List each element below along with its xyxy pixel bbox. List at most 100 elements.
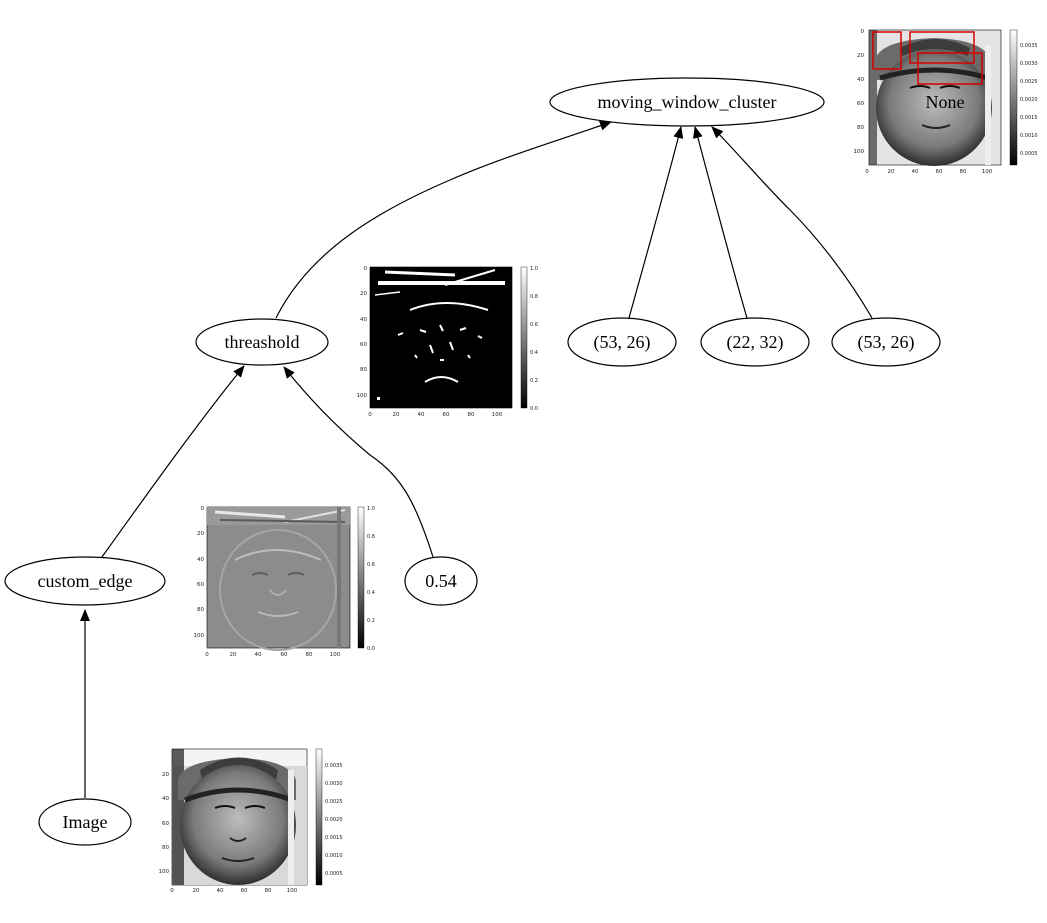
edge-tuple2-to-mwc: [693, 126, 748, 319]
svg-text:40: 40: [857, 77, 864, 83]
svg-text:0.0: 0.0: [367, 646, 375, 652]
node-tuple-1[interactable]: (53, 26): [567, 317, 677, 367]
svg-text:60: 60: [241, 888, 248, 894]
svg-text:20: 20: [162, 772, 169, 778]
edge-054-to-threashold: [283, 366, 434, 558]
svg-text:0: 0: [865, 169, 869, 175]
svg-text:0.0: 0.0: [530, 406, 538, 412]
edge-tuple3-to-mwc: [711, 126, 873, 319]
svg-text:60: 60: [360, 342, 367, 348]
svg-text:0.2: 0.2: [367, 618, 375, 624]
svg-text:80: 80: [265, 888, 272, 894]
svg-text:60: 60: [857, 101, 864, 107]
node-moving-window-cluster[interactable]: moving_window_cluster: [549, 77, 825, 127]
svg-text:80: 80: [162, 845, 169, 851]
thumbnail-image-colorbar-ticks: 0.0035 0.0030 0.0025 0.0020 0.0015 0.001…: [325, 763, 343, 877]
node-moving-window-cluster-label: moving_window_cluster: [598, 92, 777, 112]
svg-text:1.0: 1.0: [367, 506, 375, 512]
svg-text:0.6: 0.6: [530, 322, 538, 328]
node-tuple-2-label: (22, 32): [727, 332, 784, 353]
svg-text:20: 20: [857, 53, 864, 59]
svg-text:0: 0: [368, 412, 372, 418]
thumbnail-custom-edge-yticks: 0 20 40 60 80 100: [194, 506, 205, 639]
thumbnail-threashold-xticks: 0 20 40 60 80 100: [368, 412, 502, 418]
node-param-054[interactable]: 0.54: [404, 556, 478, 606]
svg-text:0: 0: [861, 29, 865, 35]
output-none-label: None: [926, 92, 965, 112]
svg-text:0.0020: 0.0020: [325, 817, 343, 823]
svg-text:100: 100: [330, 652, 341, 658]
edge-threashold-to-mwc: [275, 120, 612, 319]
thumbnail-output-colorbar-ticks: 0.0035 0.0030 0.0025 0.0020 0.0015 0.001…: [1020, 43, 1038, 157]
node-custom-edge-label: custom_edge: [38, 571, 133, 591]
thumbnail-custom-edge-xticks: 0 20 40 60 80 100: [205, 652, 340, 658]
svg-text:100: 100: [854, 149, 865, 155]
svg-text:80: 80: [960, 169, 967, 175]
svg-text:0.8: 0.8: [530, 294, 538, 300]
svg-text:0.0015: 0.0015: [1020, 115, 1038, 121]
svg-text:0.0015: 0.0015: [325, 835, 343, 841]
svg-text:20: 20: [193, 888, 200, 894]
svg-text:0.0025: 0.0025: [325, 799, 343, 805]
svg-text:100: 100: [492, 412, 503, 418]
svg-text:80: 80: [306, 652, 313, 658]
cluster-box-1: [872, 31, 902, 70]
svg-text:20: 20: [197, 531, 204, 537]
thumbnail-output-yticks: 0 20 40 60 80 100: [854, 29, 865, 155]
thumbnail-custom-edge: 0 20 40 60 80 100 0 20 40 60 80 100 1.0 …: [194, 506, 375, 658]
svg-text:60: 60: [197, 582, 204, 588]
thumbnail-image-yticks: 20 40 60 80 100: [159, 772, 170, 875]
svg-text:0.0035: 0.0035: [325, 763, 343, 769]
svg-text:0.0010: 0.0010: [1020, 133, 1038, 139]
thumbnail-output: 0 20 40 60 80 100 0 20 40 60 80 100 0.00…: [854, 29, 1038, 175]
node-custom-edge[interactable]: custom_edge: [4, 556, 166, 606]
node-tuple-3[interactable]: (53, 26): [831, 317, 941, 367]
svg-text:0.0005: 0.0005: [1020, 151, 1038, 157]
thumbnail-custom-edge-colorbar-ticks: 1.0 0.8 0.6 0.4 0.2 0.0: [367, 506, 375, 652]
svg-text:60: 60: [443, 412, 450, 418]
svg-text:0.0030: 0.0030: [325, 781, 343, 787]
thumbnail-threashold-yticks: 0 20 40 60 80 100: [357, 266, 368, 399]
svg-text:0: 0: [364, 266, 368, 272]
svg-text:100: 100: [194, 633, 205, 639]
svg-text:0: 0: [170, 888, 174, 894]
svg-text:1.0: 1.0: [530, 266, 538, 272]
svg-text:0.4: 0.4: [530, 350, 538, 356]
svg-text:100: 100: [159, 869, 170, 875]
svg-text:40: 40: [162, 796, 169, 802]
thumbnail-image-xticks: 0 20 40 60 80 100: [170, 888, 297, 894]
svg-text:0.4: 0.4: [367, 590, 375, 596]
svg-text:40: 40: [912, 169, 919, 175]
svg-text:0.0005: 0.0005: [325, 871, 343, 877]
svg-text:80: 80: [360, 367, 367, 373]
svg-text:80: 80: [468, 412, 475, 418]
svg-text:0.0025: 0.0025: [1020, 79, 1038, 85]
svg-text:0.0035: 0.0035: [1020, 43, 1038, 49]
svg-text:0.2: 0.2: [530, 378, 538, 384]
edge-tuple1-to-mwc: [628, 126, 684, 319]
svg-text:0: 0: [205, 652, 209, 658]
svg-text:40: 40: [360, 317, 367, 323]
node-tuple-2[interactable]: (22, 32): [700, 317, 810, 367]
svg-text:80: 80: [197, 607, 204, 613]
svg-text:0.6: 0.6: [367, 562, 375, 568]
svg-text:0.0010: 0.0010: [325, 853, 343, 859]
node-tuple-1-label: (53, 26): [594, 332, 651, 353]
svg-text:20: 20: [230, 652, 237, 658]
thumbnail-threashold: 0 20 40 60 80 100 0 20 40 60 80 100 1.0 …: [357, 266, 538, 418]
svg-text:60: 60: [936, 169, 943, 175]
svg-text:60: 60: [281, 652, 288, 658]
cluster-box-3: [917, 52, 983, 85]
svg-text:20: 20: [888, 169, 895, 175]
thumbnail-output-xticks: 0 20 40 60 80 100: [865, 169, 992, 175]
node-threashold[interactable]: threashold: [195, 318, 329, 366]
edges: [80, 120, 873, 798]
svg-text:100: 100: [357, 393, 368, 399]
svg-text:0: 0: [201, 506, 205, 512]
edge-custom-edge-to-threashold: [101, 365, 245, 558]
svg-text:20: 20: [393, 412, 400, 418]
node-image[interactable]: Image: [38, 798, 132, 846]
node-threashold-label: threashold: [225, 332, 300, 352]
svg-text:100: 100: [287, 888, 298, 894]
